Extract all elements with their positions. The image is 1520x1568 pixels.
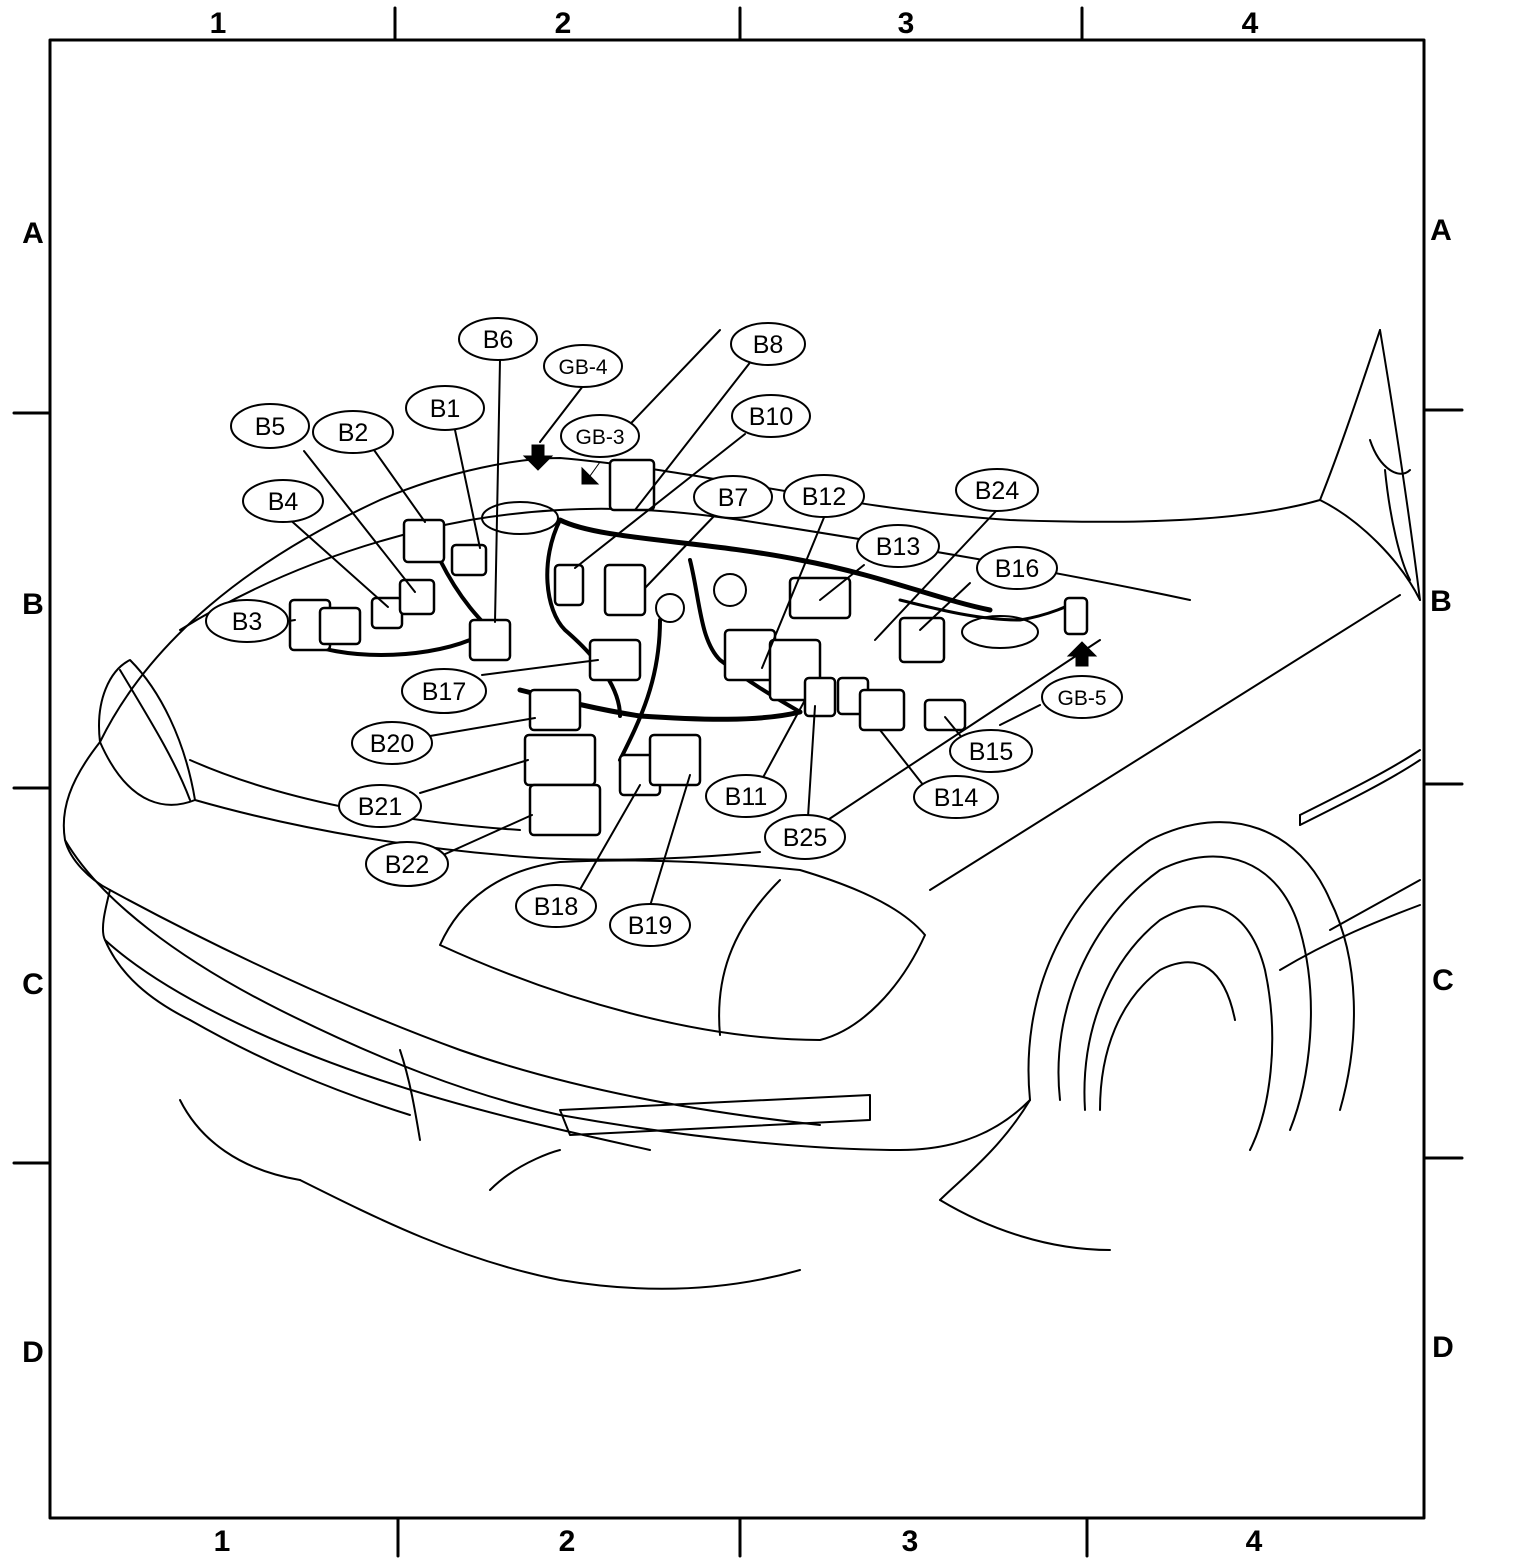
callout-b4: [242, 479, 324, 523]
column-label-4: 4: [1246, 1525, 1263, 1558]
grid-column-labels-top: 1 2 3 4: [210, 7, 1259, 40]
callout-label-b17: B17: [422, 678, 466, 706]
column-label-2: 2: [559, 1525, 576, 1558]
callout-b13: [856, 524, 940, 568]
column-label-4: 4: [1242, 7, 1259, 40]
callout-b3: [205, 599, 289, 643]
column-label-2: 2: [555, 7, 572, 40]
callout-b25: [764, 814, 846, 860]
callout-b20: [351, 721, 433, 765]
gb5-arrow-icon: [1066, 641, 1098, 667]
callout-label-b18: B18: [534, 893, 578, 921]
callout-gb4: [543, 344, 623, 388]
column-label-3: 3: [898, 7, 915, 40]
callout-label-b20: B20: [370, 730, 414, 758]
gb3-arrow-icon: [581, 461, 601, 485]
callout-label-b14: B14: [934, 784, 979, 812]
callout-b7: [693, 475, 773, 519]
callout-label-b11: B11: [725, 783, 768, 811]
callout-label-gb3: GB-3: [575, 426, 624, 449]
callout-b24: [955, 468, 1039, 512]
callout-label-gb4: GB-4: [558, 356, 607, 379]
grid-row-labels-right: A B C D: [1430, 214, 1454, 1364]
callout-b1: [405, 385, 485, 431]
callout-label-b7: B7: [718, 484, 749, 512]
callout-label-b4: B4: [268, 488, 299, 516]
column-label-1: 1: [210, 7, 227, 40]
callout-b16: [976, 546, 1058, 590]
callout-b15: [949, 729, 1033, 773]
callout-label-b6: B6: [483, 326, 514, 354]
column-label-3: 3: [902, 1525, 919, 1558]
row-label-a: A: [22, 217, 44, 250]
callout-label-b21: B21: [358, 793, 402, 821]
callout-b17: [401, 668, 487, 714]
callout-label-b16: B16: [995, 555, 1039, 583]
callout-label-b15: B15: [969, 738, 1013, 766]
row-label-d: D: [1432, 1331, 1454, 1364]
callout-b12: [783, 474, 865, 518]
diagram-frame: [12, 6, 1464, 1558]
callout-b10: [731, 394, 811, 438]
grid-row-labels-left: A B C D: [22, 217, 44, 1369]
callout-b6: [458, 317, 538, 361]
callout-label-b2: B2: [338, 419, 369, 447]
row-label-c: C: [22, 968, 44, 1001]
callout-label-b22: B22: [385, 851, 429, 879]
callout-b14: [913, 775, 999, 819]
callout-label-b5: B5: [255, 413, 286, 441]
callout-b18: [515, 884, 597, 928]
callout-label-gb5: GB-5: [1057, 687, 1106, 710]
callout-b11: [705, 774, 787, 818]
callout-label-b19: B19: [628, 912, 672, 940]
callout-bubbles: [205, 317, 1123, 947]
row-label-d: D: [22, 1336, 44, 1369]
gb4-arrow-icon: [522, 444, 554, 471]
car-outline: [62, 329, 1421, 1290]
callout-label-b10: B10: [749, 403, 793, 431]
callout-label-b24: B24: [975, 477, 1020, 505]
callout-label-b25: B25: [783, 824, 827, 852]
leader-lines: [286, 329, 1101, 907]
grid-column-labels-bottom: 1 2 3 4: [214, 1525, 1263, 1558]
callout-b19: [609, 903, 691, 947]
callout-gb3: [560, 414, 640, 458]
callout-label-b3: B3: [232, 608, 263, 636]
column-label-1: 1: [214, 1525, 231, 1558]
callout-b22: [365, 841, 449, 887]
callout-labels: B6 GB-4 B8 B1 GB-3 B10 B5 B2 B4 B7 B12 B…: [232, 326, 1107, 940]
callout-label-b8: B8: [753, 331, 784, 359]
row-label-b: B: [22, 588, 44, 621]
callout-gb5: [1041, 675, 1123, 719]
callout-label-b1: B1: [430, 395, 461, 423]
row-label-a: A: [1430, 214, 1452, 247]
callout-b8: [730, 322, 806, 366]
callout-b5: [230, 403, 310, 449]
callout-label-b12: B12: [802, 483, 846, 511]
connector-bodies: [288, 458, 1089, 837]
row-label-c: C: [1432, 964, 1454, 997]
row-label-b: B: [1430, 585, 1452, 618]
callout-b21: [338, 784, 422, 828]
callout-label-b13: B13: [876, 533, 920, 561]
callout-b2: [312, 410, 394, 454]
ground-arrows: [522, 444, 1098, 667]
